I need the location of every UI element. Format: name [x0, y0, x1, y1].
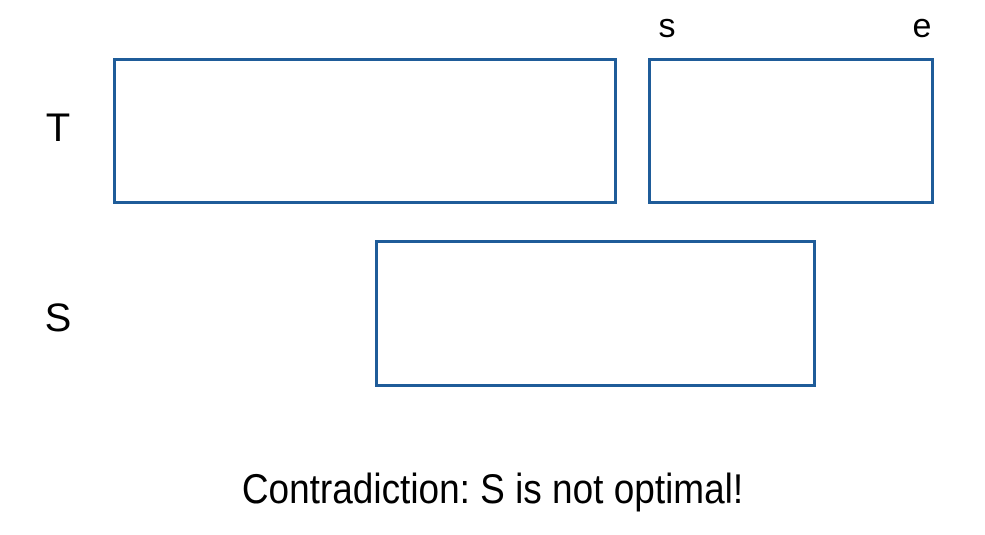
caption-text: Contradiction: S is not optimal!	[241, 465, 744, 512]
interval-box-s	[375, 240, 816, 387]
row-label-s: S	[44, 296, 72, 340]
interval-box-t-right	[648, 58, 934, 204]
interval-box-t-left	[113, 58, 617, 204]
endpoint-label-e: e	[912, 7, 932, 45]
endpoint-label-s: s	[658, 7, 676, 45]
row-label-t: T	[45, 106, 71, 150]
